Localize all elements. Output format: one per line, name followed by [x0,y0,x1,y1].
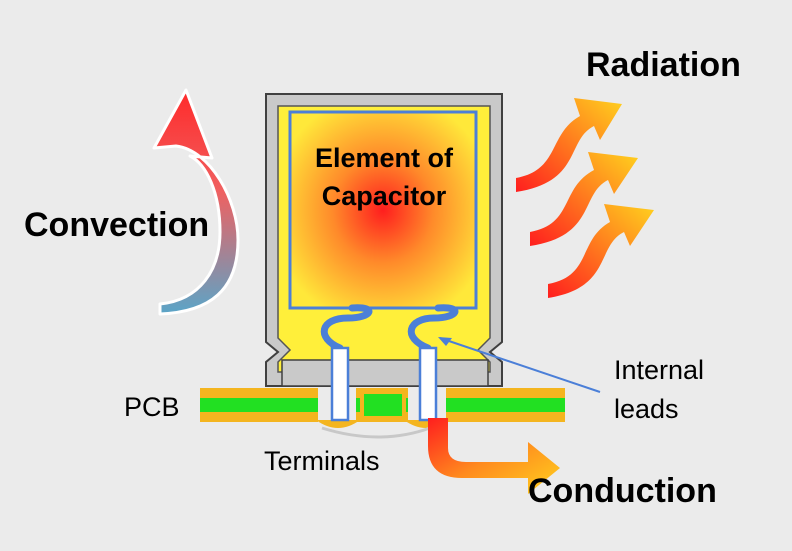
internal-leads-pointer [439,337,601,393]
conduction-arrow [428,418,560,494]
capacitor-element [288,110,478,310]
convection-arrow [152,88,240,316]
pointer-arrowhead-icon [438,337,452,346]
conduction-label: Conduction [528,472,717,510]
terminals-label: Terminals [264,446,380,476]
internal-leads [320,304,459,352]
internal-leads-label-line1: Internal [614,355,704,385]
convection-label: Convection [24,206,209,244]
pcb-label: PCB [124,392,180,422]
element-label-line2: Capacitor [322,181,447,211]
pcb-board [200,388,565,422]
terminals [330,346,438,422]
internal-leads-label-line2: leads [614,394,679,424]
element-label-line1: Element of [315,143,454,173]
radiation-arrows [516,98,654,298]
radiation-label: Radiation [586,46,741,84]
